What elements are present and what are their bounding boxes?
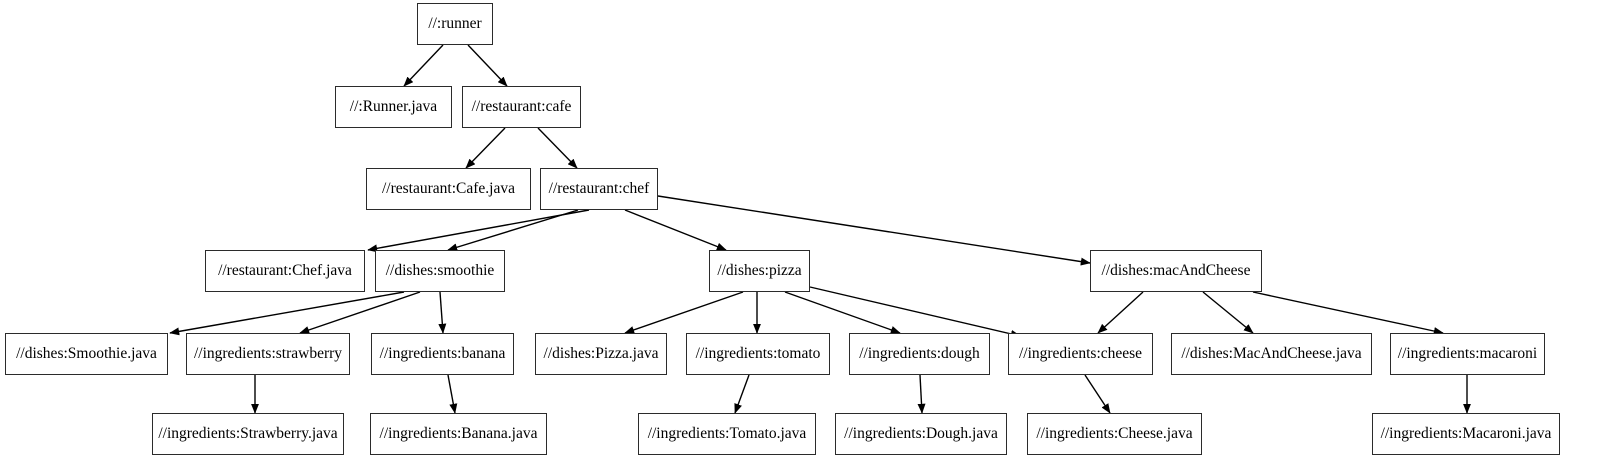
graph-node-label: //restaurant:Cafe.java	[382, 180, 515, 198]
graph-edge-dishes_macandchee-to-ing_macaroni	[1252, 291, 1444, 335]
graph-node-label: //ingredients:tomato	[695, 345, 821, 363]
graph-node-chef_java[interactable]: //restaurant:Chef.java	[205, 250, 365, 292]
graph-edge-restaurant_chef-to-dishes_smoothie	[447, 209, 579, 252]
graph-node-ing_cheese[interactable]: //ingredients:cheese	[1008, 333, 1153, 375]
graph-node-label: //ingredients:strawberry	[193, 345, 343, 363]
graph-node-label: //dishes:MacAndCheese.java	[1181, 345, 1362, 363]
graph-node-label: //ingredients:banana	[379, 345, 506, 363]
graph-node-smoothie_java[interactable]: //dishes:Smoothie.java	[5, 333, 168, 375]
graph-node-label: //ingredients:Macaroni.java	[1380, 425, 1552, 443]
graph-edge-runner-to-runner_java	[403, 44, 444, 87]
graph-edge-dishes_smoothie-to-ing_strawberry	[299, 291, 421, 334]
graph-node-runner[interactable]: //:runner	[417, 3, 493, 45]
graph-node-label: //restaurant:chef	[548, 180, 650, 198]
graph-edge-runner-to-restaurant_cafe	[467, 44, 508, 87]
graph-node-label: //:runner	[428, 15, 482, 33]
graph-node-label: //ingredients:dough	[859, 345, 980, 363]
graph-node-label: //:Runner.java	[349, 98, 438, 116]
graph-node-label: //dishes:Smoothie.java	[16, 345, 157, 363]
graph-node-label: //restaurant:Chef.java	[218, 262, 352, 280]
graph-node-pizza_java[interactable]: //dishes:Pizza.java	[535, 333, 667, 375]
graph-edge-dishes_smoothie-to-smoothie_java	[169, 291, 405, 336]
graph-node-label: //dishes:Pizza.java	[543, 345, 659, 363]
graph-node-tomato_java[interactable]: //ingredients:Tomato.java	[638, 413, 816, 455]
graph-node-label: //ingredients:macaroni	[1397, 345, 1538, 363]
graph-node-strawberry_java[interactable]: //ingredients:Strawberry.java	[152, 413, 344, 455]
graph-node-banana_java[interactable]: //ingredients:Banana.java	[370, 413, 547, 455]
graph-node-ing_banana[interactable]: //ingredients:banana	[371, 333, 514, 375]
graph-edge-dishes_pizza-to-ing_cheese	[809, 286, 1021, 338]
graph-edge-ing_banana-to-banana_java	[447, 374, 458, 414]
graph-node-label: //ingredients:Banana.java	[379, 425, 538, 443]
graph-node-label: //dishes:macAndCheese	[1101, 262, 1251, 280]
graph-node-restaurant_chef[interactable]: //restaurant:chef	[540, 168, 658, 210]
graph-node-dishes_macandchee[interactable]: //dishes:macAndCheese	[1090, 250, 1262, 292]
graph-node-label: //ingredients:cheese	[1018, 345, 1143, 363]
graph-node-label: //ingredients:Cheese.java	[1036, 425, 1193, 443]
graph-edge-restaurant_chef-to-chef_java	[367, 209, 590, 253]
graph-edge-restaurant_chef-to-dishes_pizza	[624, 209, 727, 251]
graph-edge-ing_cheese-to-cheese_java	[1084, 374, 1111, 414]
graph-edge-dishes_macandchee-to-macandcheese_java	[1202, 291, 1254, 334]
graph-node-cheese_java[interactable]: //ingredients:Cheese.java	[1027, 413, 1202, 455]
graph-node-macandcheese_java[interactable]: //dishes:MacAndCheese.java	[1171, 333, 1372, 375]
graph-node-label: //restaurant:cafe	[471, 98, 572, 116]
graph-edge-dishes_pizza-to-ing_dough	[784, 291, 901, 334]
graph-edge-dishes_smoothie-to-ing_banana	[438, 291, 447, 334]
graph-edge-restaurant_cafe-to-cafe_java	[465, 127, 506, 169]
graph-edge-ing_tomato-to-tomato_java	[734, 374, 750, 414]
graph-node-runner_java[interactable]: //:Runner.java	[335, 86, 452, 128]
graph-edge-ing_dough-to-dough_java	[917, 374, 926, 414]
graph-edge-dishes_pizza-to-pizza_java	[624, 291, 744, 334]
graph-node-cafe_java[interactable]: //restaurant:Cafe.java	[366, 168, 531, 210]
graph-node-ing_dough[interactable]: //ingredients:dough	[849, 333, 990, 375]
graph-node-restaurant_cafe[interactable]: //restaurant:cafe	[462, 86, 581, 128]
graph-node-label: //ingredients:Strawberry.java	[158, 425, 338, 443]
graph-edge-restaurant_cafe-to-restaurant_chef	[537, 127, 578, 169]
graph-node-dishes_pizza[interactable]: //dishes:pizza	[709, 250, 810, 292]
graph-node-label: //dishes:smoothie	[385, 262, 495, 280]
graph-node-macaroni_java[interactable]: //ingredients:Macaroni.java	[1372, 413, 1560, 455]
graph-node-ing_macaroni[interactable]: //ingredients:macaroni	[1390, 333, 1545, 375]
graph-node-dishes_smoothie[interactable]: //dishes:smoothie	[375, 250, 505, 292]
graph-node-label: //ingredients:Tomato.java	[647, 425, 807, 443]
graph-node-ing_strawberry[interactable]: //ingredients:strawberry	[186, 333, 350, 375]
graph-node-label: //ingredients:Dough.java	[844, 425, 998, 443]
graph-node-label: //dishes:pizza	[717, 262, 802, 280]
graph-node-dough_java[interactable]: //ingredients:Dough.java	[835, 413, 1007, 455]
graph-edge-dishes_macandchee-to-ing_cheese	[1097, 291, 1144, 334]
graph-node-ing_tomato[interactable]: //ingredients:tomato	[686, 333, 830, 375]
